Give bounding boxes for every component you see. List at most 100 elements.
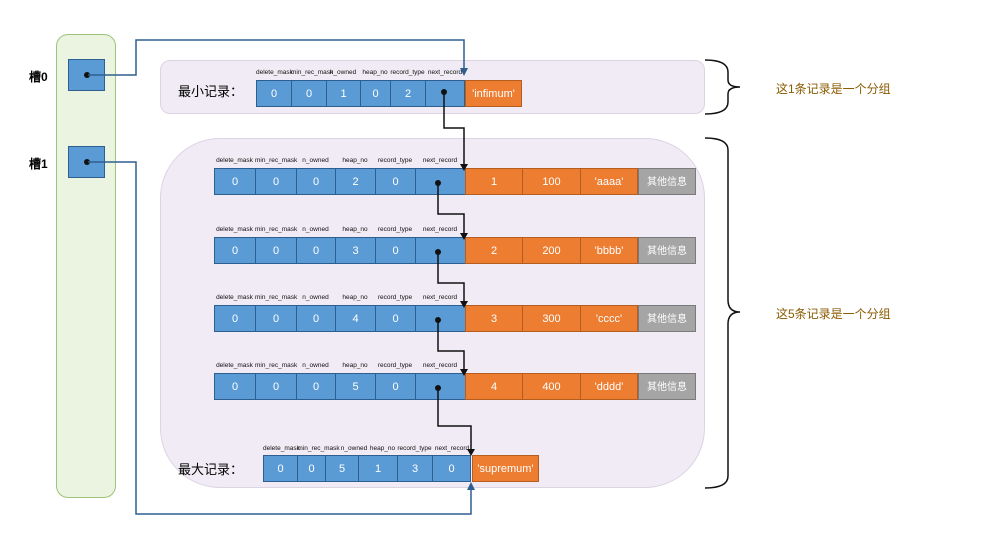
record-2-heap-no: 3 — [335, 237, 376, 264]
record-2-next-record — [415, 237, 466, 264]
supremum-min-rec-mask: 0 — [297, 455, 326, 482]
record-4-hdr-next-record: next_record — [422, 362, 458, 369]
record-4-col-1: 4 — [465, 373, 523, 400]
infimum-heap-no: 0 — [360, 80, 391, 107]
infimum-hdr-heap-no: heap_no — [362, 69, 388, 76]
record-1-hdr-next-record: next_record — [422, 157, 458, 164]
record-3-col-2: 300 — [522, 305, 581, 332]
supremum-hdr-min-rec-mask: min_rec_mask — [297, 445, 340, 452]
record-1-min-rec-mask: 0 — [255, 168, 297, 195]
record-3-hdr-delete-mask: delete_mask — [216, 294, 253, 301]
infimum-label: 最小记录： — [178, 84, 244, 99]
record-2-col-3: 'bbbb' — [580, 237, 638, 264]
record-3-col-1: 3 — [465, 305, 523, 332]
record-4-min-rec-mask: 0 — [255, 373, 297, 400]
record-1-col-2: 100 — [522, 168, 581, 195]
record-3-col-3: 'cccc' — [580, 305, 638, 332]
infimum-content: 'infimum' — [465, 80, 522, 107]
supremum-hdr-next-record: next_record — [434, 445, 470, 452]
infimum-record-type: 2 — [390, 80, 426, 107]
record-3-hdr-min-rec-mask: min_rec_mask — [255, 294, 298, 301]
record-3-other-info: 其他信息 — [638, 305, 696, 332]
supremum-record-type: 3 — [397, 455, 433, 482]
record-4-col-3: 'dddd' — [580, 373, 638, 400]
record-4-other-info: 其他信息 — [638, 373, 696, 400]
record-2-delete-mask: 0 — [214, 237, 256, 264]
infimum-delete-mask: 0 — [256, 80, 292, 107]
record-4-hdr-min-rec-mask: min_rec_mask — [255, 362, 298, 369]
record-1-delete-mask: 0 — [214, 168, 256, 195]
infimum-n-owned: 1 — [326, 80, 361, 107]
record-3-next-record — [415, 305, 466, 332]
record-1-hdr-min-rec-mask: min_rec_mask — [255, 157, 298, 164]
record-2-col-2: 200 — [522, 237, 581, 264]
record-2-hdr-min-rec-mask: min_rec_mask — [255, 226, 298, 233]
record-2-hdr-record-type: record_type — [377, 226, 413, 233]
record-1-hdr-n-owned: n_owned — [302, 157, 329, 164]
record-1-col-1: 1 — [465, 168, 523, 195]
infimum-min-rec-mask: 0 — [291, 80, 327, 107]
record-3-heap-no: 4 — [335, 305, 376, 332]
record-1-heap-no: 2 — [335, 168, 376, 195]
record-4-hdr-heap-no: heap_no — [342, 362, 368, 369]
supremum-hdr-n-owned: n_owned — [340, 445, 368, 452]
record-3-min-rec-mask: 0 — [255, 305, 297, 332]
infimum-next-record — [425, 80, 465, 107]
supremum-heap-no: 1 — [358, 455, 398, 482]
brace-group-1 — [704, 59, 741, 115]
infimum-hdr-delete-mask: delete_mask — [256, 69, 293, 76]
supremum-n-owned: 5 — [325, 455, 359, 482]
record-1-other-info: 其他信息 — [638, 168, 696, 195]
infimum-hdr-next-record: next_record — [427, 69, 463, 76]
infimum-hdr-n-owned: n_owned — [329, 69, 357, 76]
slot-0-label: 槽0 — [29, 70, 48, 84]
record-3-hdr-heap-no: heap_no — [342, 294, 368, 301]
supremum-delete-mask: 0 — [263, 455, 298, 482]
record-2-n-owned: 0 — [296, 237, 336, 264]
slot-1-label: 槽1 — [29, 157, 48, 171]
slot-0-pointer-dot — [84, 72, 90, 78]
record-1-next-record — [415, 168, 466, 195]
supremum-hdr-heap-no: heap_no — [369, 445, 396, 452]
record-3-n-owned: 0 — [296, 305, 336, 332]
record-2-hdr-next-record: next_record — [422, 226, 458, 233]
record-3-delete-mask: 0 — [214, 305, 256, 332]
record-4-hdr-n-owned: n_owned — [302, 362, 329, 369]
record-3-record-type: 0 — [375, 305, 416, 332]
slot-directory — [56, 34, 116, 498]
record-4-hdr-delete-mask: delete_mask — [216, 362, 253, 369]
record-2-hdr-heap-no: heap_no — [342, 226, 368, 233]
record-2-min-rec-mask: 0 — [255, 237, 297, 264]
record-1-n-owned: 0 — [296, 168, 336, 195]
record-1-record-type: 0 — [375, 168, 416, 195]
record-3-hdr-n-owned: n_owned — [302, 294, 329, 301]
record-4-delete-mask: 0 — [214, 373, 256, 400]
record-4-record-type: 0 — [375, 373, 416, 400]
record-1-hdr-delete-mask: delete_mask — [216, 157, 253, 164]
record-4-n-owned: 0 — [296, 373, 336, 400]
record-4-col-2: 400 — [522, 373, 581, 400]
record-4-hdr-record-type: record_type — [377, 362, 413, 369]
record-1-hdr-record-type: record_type — [377, 157, 413, 164]
record-1-col-3: 'aaaa' — [580, 168, 638, 195]
record-2-hdr-n-owned: n_owned — [302, 226, 329, 233]
infimum-hdr-record-type: record_type — [390, 69, 425, 76]
infimum-hdr-min-rec-mask: min_rec_mask — [291, 69, 334, 76]
brace-group-2 — [704, 137, 741, 489]
supremum-hdr-delete-mask: delete_mask — [263, 445, 300, 452]
record-3-hdr-record-type: record_type — [377, 294, 413, 301]
record-4-next-record — [415, 373, 466, 400]
record-3-hdr-next-record: next_record — [422, 294, 458, 301]
record-1-hdr-heap-no: heap_no — [342, 157, 368, 164]
slot-1-pointer-dot — [84, 159, 90, 165]
supremum-label: 最大记录： — [178, 462, 244, 477]
record-2-hdr-delete-mask: delete_mask — [216, 226, 253, 233]
supremum-next-record: 0 — [432, 455, 471, 482]
record-2-record-type: 0 — [375, 237, 416, 264]
record-2-col-1: 2 — [465, 237, 523, 264]
group-1-annotation: 这1条记录是一个分组 — [776, 82, 891, 96]
supremum-content: 'supremum' — [472, 455, 539, 482]
group-2-annotation: 这5条记录是一个分组 — [776, 307, 891, 321]
supremum-hdr-record-type: record_type — [397, 445, 432, 452]
record-2-other-info: 其他信息 — [638, 237, 696, 264]
